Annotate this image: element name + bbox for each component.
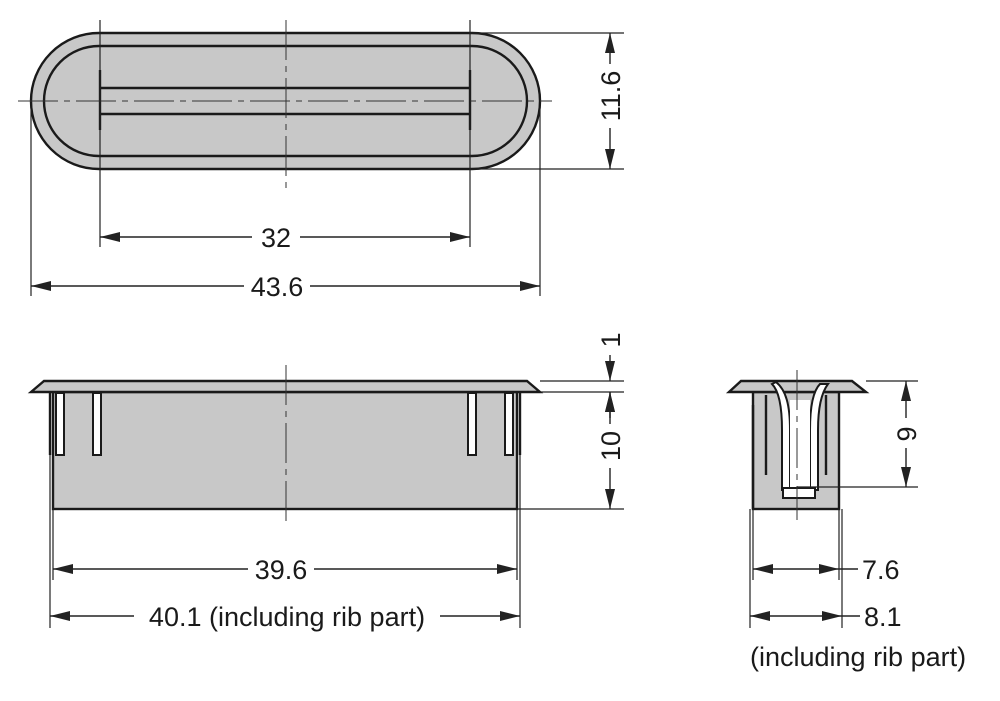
- side-view-rib: [92, 392, 102, 456]
- dim-1-label: 1: [596, 332, 626, 347]
- dim-8-1-label: 8.1: [864, 602, 902, 632]
- side-view-body: [51, 390, 519, 511]
- dim-11-6-label: 11.6: [596, 71, 626, 122]
- end-view-inner-channel: [790, 400, 810, 490]
- dim-39-6-label: 39.6: [255, 555, 308, 585]
- end-view-cavity-right: [809, 383, 830, 491]
- dim-10-label: 10: [596, 431, 626, 461]
- dim-8-1-note: (including rib part): [750, 642, 966, 672]
- dim-7-6-label: 7.6: [862, 555, 900, 585]
- dim-9-label: 9: [892, 426, 922, 441]
- side-view-rib: [467, 392, 477, 456]
- end-view: 9 7.6 8.1 (including rib part): [725, 370, 966, 672]
- side-view-rib: [55, 392, 65, 456]
- side-view: 1 10 39.6 40.1 (including rib part): [27, 332, 626, 632]
- top-view: 32 43.6 11.6: [18, 20, 626, 302]
- side-view-rib: [504, 392, 514, 456]
- dim-43-6-label: 43.6: [251, 272, 304, 302]
- end-view-latch: [782, 487, 816, 499]
- dim-32-label: 32: [261, 223, 291, 253]
- dim-40-1-label: 40.1 (including rib part): [149, 602, 425, 632]
